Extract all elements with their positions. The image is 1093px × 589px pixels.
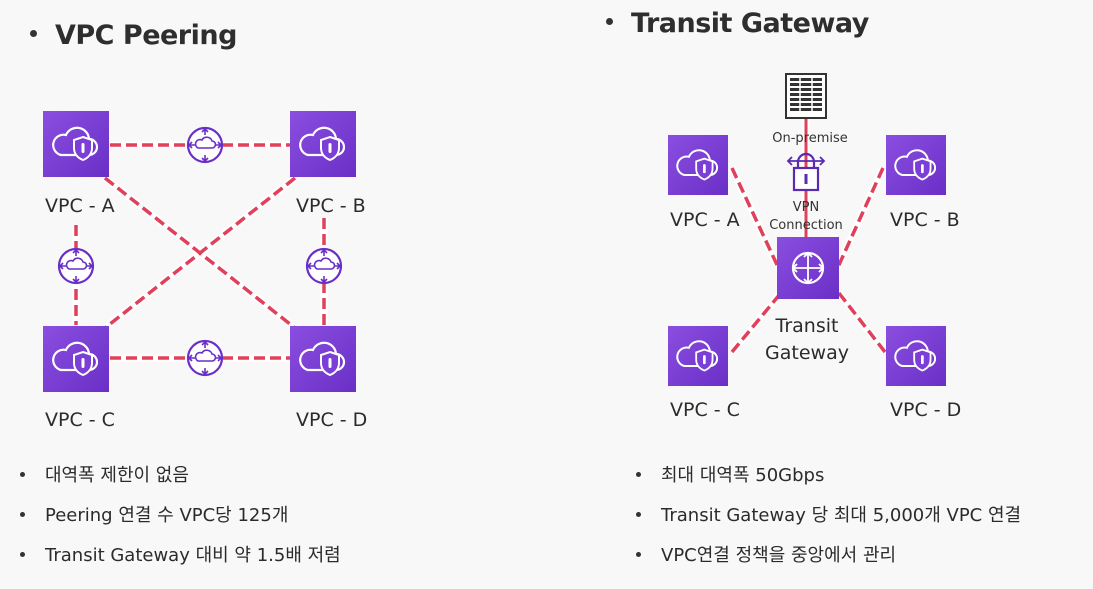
vpc-cloud-shield-icon	[299, 341, 346, 377]
tgw-vpc-b-label: VPC - B	[890, 209, 960, 231]
list-item: Transit Gateway 당 최대 5,000개 VPC 연결	[636, 496, 1021, 536]
vpc-cloud-shield-icon	[52, 341, 99, 377]
list-item: 대역폭 제한이 없음	[20, 456, 341, 496]
transit-gateway-icon	[791, 251, 825, 285]
vpc-cloud-shield-icon	[894, 340, 937, 372]
vpc-cloud-shield-icon	[676, 340, 719, 372]
bullet-dot	[636, 551, 641, 557]
vpc-d-label: VPC - D	[296, 409, 368, 431]
vpc-cloud-shield-icon	[52, 126, 99, 162]
vpc-b-node	[290, 111, 356, 177]
bullet-dot	[636, 471, 641, 477]
onpremise-label: On-premise	[772, 131, 848, 146]
transit-gateway-title: Transit Gateway	[606, 8, 869, 39]
tgw-link-c	[730, 286, 787, 354]
vpc-peering-title: VPC Peering	[30, 20, 237, 51]
vpn-lock-icon	[786, 152, 826, 192]
tgw-link-b	[831, 167, 885, 279]
tgw-vpc-c-label: VPC - C	[670, 399, 740, 421]
bullet-dot	[636, 511, 641, 517]
transit-gateway-label: Transit Gateway	[757, 313, 857, 367]
vpc-cloud-shield-icon	[676, 149, 719, 181]
vpc-b-label: VPC - B	[296, 195, 366, 217]
list-item: VPC연결 정책을 중앙에서 관리	[636, 536, 1021, 576]
peering-connection-icon	[305, 247, 343, 285]
peering-link-b-c	[103, 176, 297, 330]
transit-gateway-features: 최대 대역폭 50Gbps Transit Gateway 당 최대 5,000…	[636, 456, 1021, 576]
vpc-d-node	[290, 326, 356, 392]
vpn-label-line2: Connection	[769, 218, 843, 233]
vpc-peering-features: 대역폭 제한이 없음 Peering 연결 수 VPC당 125개 Transi…	[20, 456, 341, 576]
tgw-label-line2: Gateway	[765, 342, 849, 364]
bullet-dot	[20, 471, 25, 477]
vpn-label-line1: VPN	[792, 200, 820, 215]
tgw-vpc-a-label: VPC - A	[670, 209, 740, 231]
vpc-cloud-shield-icon	[299, 126, 346, 162]
tgw-vpc-b-node	[886, 135, 946, 195]
list-item: Peering 연결 수 VPC당 125개	[20, 496, 341, 536]
tgw-link-a	[730, 167, 787, 283]
vpc-a-node	[43, 111, 109, 177]
tgw-vpc-a-node	[668, 135, 728, 195]
bullet-dot	[20, 551, 25, 557]
peering-connection-icon	[186, 126, 224, 164]
tgw-vpc-c-node	[668, 326, 728, 386]
list-item: 최대 대역폭 50Gbps	[636, 456, 1021, 496]
vpn-connection-label: VPN Connection	[756, 199, 856, 235]
peering-connection-icon	[186, 339, 224, 377]
vpc-c-label: VPC - C	[45, 409, 115, 431]
tgw-vpc-d-node	[886, 326, 946, 386]
list-item: Transit Gateway 대비 약 1.5배 저렴	[20, 536, 341, 576]
tgw-link-d	[833, 286, 887, 354]
tgw-vpc-d-label: VPC - D	[890, 399, 962, 421]
peering-connection-icon	[57, 247, 95, 285]
vpc-c-node	[43, 326, 109, 392]
bullet-dot	[606, 18, 613, 25]
vpc-cloud-shield-icon	[894, 149, 937, 181]
transit-gateway-node	[777, 237, 839, 299]
tgw-label-line1: Transit	[775, 315, 839, 337]
server-rack-icon	[785, 73, 827, 119]
bullet-dot	[20, 511, 25, 517]
vpc-a-label: VPC - A	[45, 195, 115, 217]
bullet-dot	[30, 30, 37, 37]
